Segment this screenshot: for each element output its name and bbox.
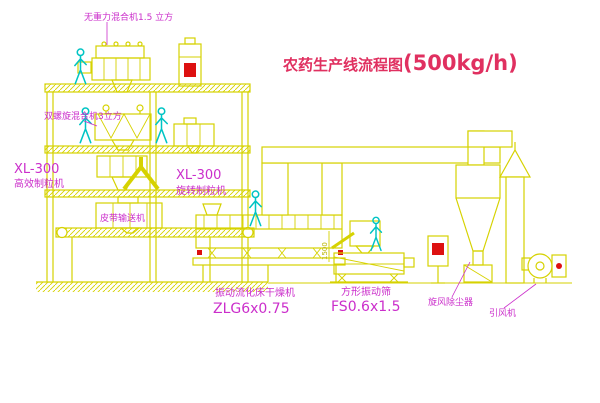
cyclone-outlet-duct [467, 130, 513, 148]
equipment-labels: 无重力混合机1.5 立方 双螺旋混合机3立方 XL-300 高效制粒机 XL-3… [14, 11, 537, 319]
label-fan: 引风机 [489, 307, 516, 319]
cyclone-cone [455, 197, 501, 252]
diagram-title: 农药生产线流程图(500kg/h) [282, 51, 518, 75]
control-cabinet-top [178, 37, 202, 87]
dryer-springs [207, 247, 322, 259]
double-screw-mixer [94, 104, 152, 151]
sieve-discharge-spout [403, 257, 415, 268]
building-structure [44, 83, 251, 283]
lower-granulator [95, 196, 163, 234]
duct-riser-left [261, 162, 289, 216]
label-granulator-left-name: 高效制粒机 [14, 177, 64, 190]
worker-figure-roof [74, 48, 87, 85]
induced-draft-fan [521, 253, 567, 283]
label-cyclone: 旋风除尘器 [428, 296, 473, 308]
roof-beam [44, 83, 251, 93]
cabinet-red-panel [184, 63, 196, 77]
ground [36, 281, 572, 292]
label-sieve-model: FS0.6x1.5 [331, 299, 401, 315]
cabinet2-red-panel [432, 243, 444, 255]
fan-motor [551, 254, 567, 278]
exhaust-ducts [261, 146, 501, 216]
label-granulator-right-name: 旋转制粒机 [176, 184, 226, 197]
duct-riser-right [321, 162, 343, 216]
dryer-feed-hopper [202, 203, 222, 216]
stack-cap [498, 148, 532, 178]
label-top-mixer: 无重力混合机1.5 立方 [84, 11, 173, 23]
high-efficiency-granulator [96, 155, 160, 191]
label-belt-conveyor: 皮带输送机 [100, 212, 145, 224]
rotary-granulator [173, 117, 215, 154]
control-cabinet-right [427, 235, 449, 284]
label-dryer-name: 振动流化床干燥机 [215, 286, 295, 299]
column-left [46, 91, 54, 283]
exhaust-stack [498, 142, 532, 284]
square-vibrating-sieve [328, 220, 415, 283]
duct-header [261, 146, 501, 164]
gravity-free-mixer [77, 41, 151, 93]
floor-slab-3 [44, 189, 251, 198]
label-screw-mixer: 双螺旋混合机3立方 [44, 110, 122, 122]
label-granulator-right-model: XL-300 [176, 168, 221, 183]
worker-figure-platform [249, 190, 262, 227]
label-granulator-left-model: XL-300 [14, 162, 59, 177]
y-chute [122, 157, 160, 191]
sieve-springs [337, 273, 399, 283]
cyclone-collector [455, 130, 513, 283]
label-dryer-model: ZLG6x0.75 [213, 301, 290, 317]
column-right [241, 91, 249, 283]
dryer-red-mark-left [197, 250, 202, 255]
worker-figure-level2-right [154, 107, 169, 144]
label-sieve-name: 方形振动筛 [341, 285, 391, 298]
fan-motor-red-dot [556, 263, 562, 269]
floor-slab-2 [44, 145, 251, 154]
fan-volute [527, 253, 553, 279]
dimension-sieve-feed: 1500 [321, 242, 329, 260]
